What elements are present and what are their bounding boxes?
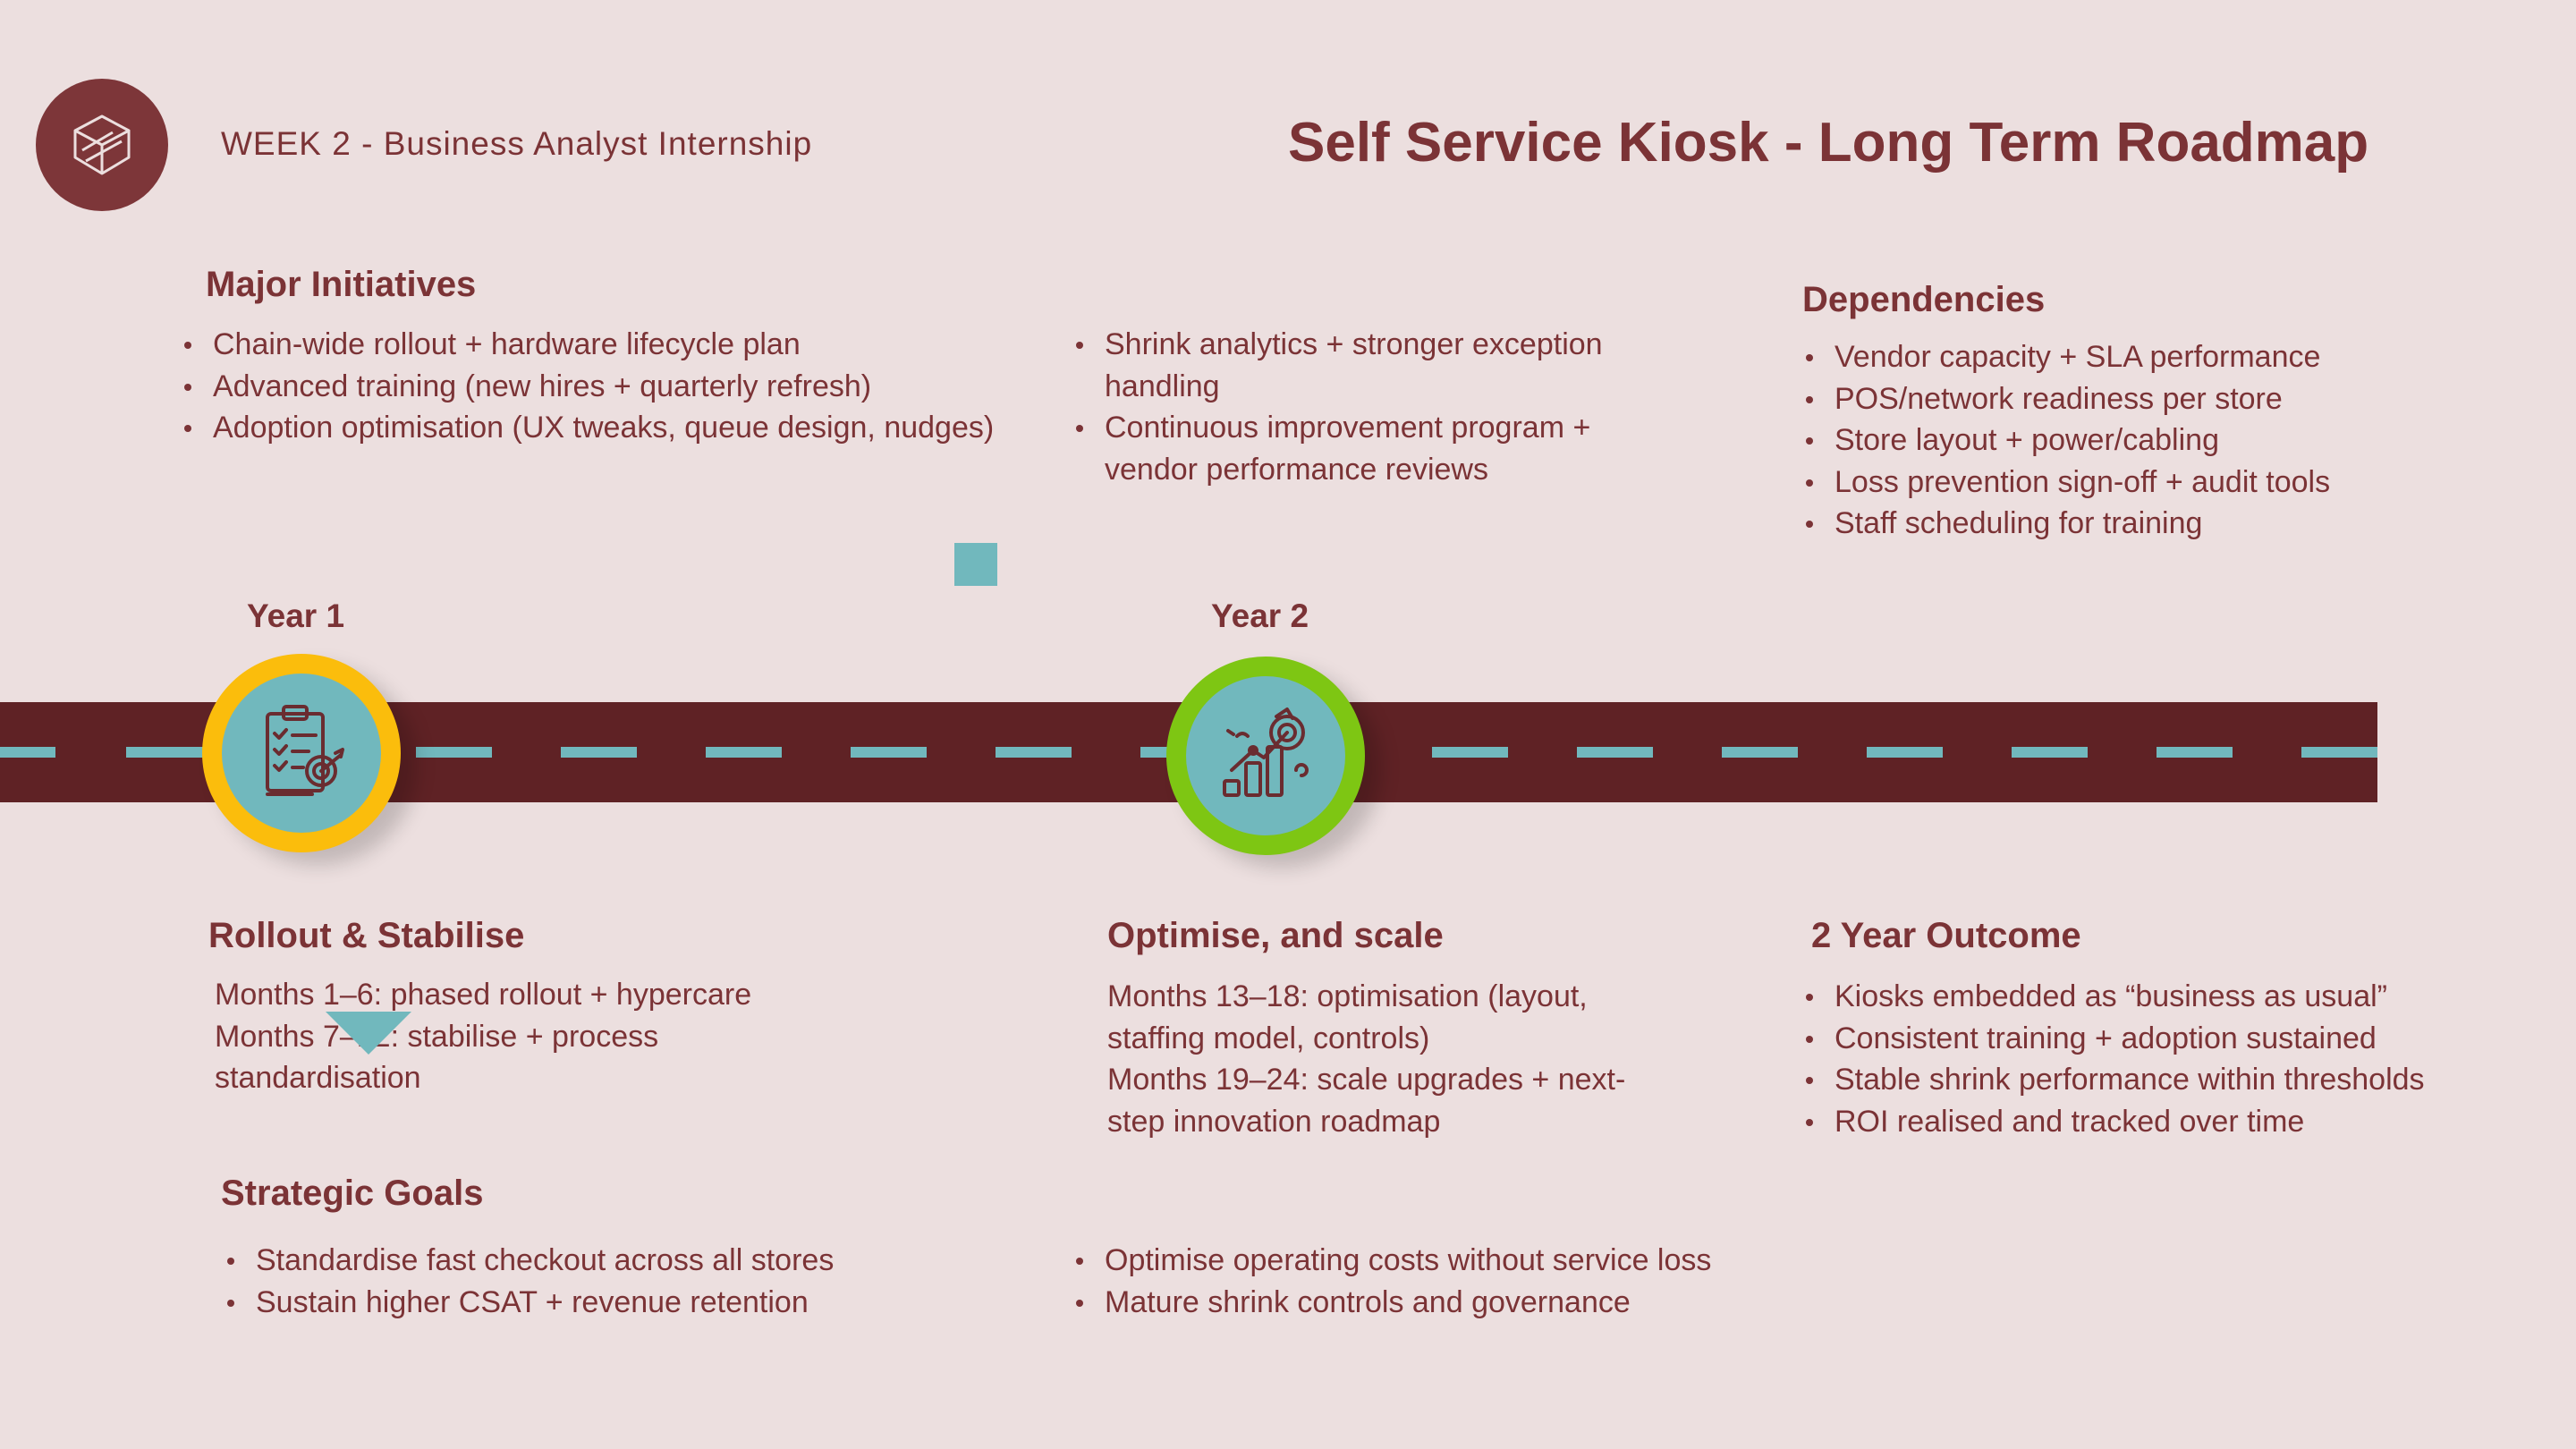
road-dash: [2012, 747, 2088, 758]
major-initiatives-list-2: Shrink analytics + stronger exception ha…: [1073, 324, 1646, 490]
list-item: Optimise operating costs without service…: [1073, 1240, 1878, 1282]
dependencies-list: Vendor capacity + SLA performance POS/ne…: [1803, 336, 2483, 545]
list-item: Store layout + power/cabling: [1803, 419, 2483, 462]
list-item: Advanced training (new hires + quarterly…: [182, 366, 1076, 408]
list-item: Kiosks embedded as “business as usual”: [1803, 976, 2519, 1018]
phase-line: Months 19–24: scale upgrades + next-step…: [1107, 1063, 1626, 1139]
decorative-square: [954, 543, 997, 586]
list-item: Chain-wide rollout + hardware lifecycle …: [182, 324, 1076, 366]
year-1-label: Year 1: [247, 597, 345, 634]
road-dash: [996, 747, 1072, 758]
list-item: Adoption optimisation (UX tweaks, queue …: [182, 407, 1076, 449]
logo: [36, 79, 168, 211]
phase-line: Months 13–18: optimisation (layout, staf…: [1107, 979, 1588, 1055]
list-item: Standardise fast checkout across all sto…: [225, 1240, 1030, 1282]
phase-2-heading: Optimise, and scale: [1107, 916, 1444, 955]
road-dash: [561, 747, 637, 758]
road-dash: [1867, 747, 1943, 758]
year-2-milestone: [1166, 657, 1365, 855]
list-item: Loss prevention sign-off + audit tools: [1803, 462, 2483, 504]
list-item: Continuous improvement program + vendor …: [1073, 407, 1646, 490]
list-item: POS/network readiness per store: [1803, 378, 2483, 420]
phase-1-heading: Rollout & Stabilise: [208, 916, 525, 955]
major-initiatives-list-1: Chain-wide rollout + hardware lifecycle …: [182, 324, 1076, 449]
road-dash: [851, 747, 927, 758]
list-item: ROI realised and tracked over time: [1803, 1101, 2519, 1143]
page-title: Self Service Kiosk - Long Term Roadmap: [1288, 112, 2369, 174]
road-dash: [1432, 747, 1508, 758]
road-dash: [416, 747, 492, 758]
dependencies-heading: Dependencies: [1802, 280, 2046, 319]
strategic-goals-list-1: Standardise fast checkout across all sto…: [225, 1240, 1030, 1323]
outcome-list: Kiosks embedded as “business as usual” C…: [1803, 976, 2519, 1142]
strategic-goals-list-2: Optimise operating costs without service…: [1073, 1240, 1878, 1323]
week-label: WEEK 2 - Business Analyst Internship: [221, 125, 813, 162]
major-initiatives-heading: Major Initiatives: [206, 265, 477, 304]
list-item: Staff scheduling for training: [1803, 503, 2483, 545]
road-dash: [0, 747, 55, 758]
phase-line: Months 7–12: stabilise + process standar…: [215, 1019, 659, 1096]
phase-2-text: Months 13–18: optimisation (layout, staf…: [1107, 976, 1653, 1142]
clipboard-target-icon: [266, 705, 344, 796]
list-item: Consistent training + adoption sustained: [1803, 1018, 2519, 1060]
phase-1-text: Months 1–6: phased rollout + hypercare M…: [215, 974, 823, 1099]
list-item: Mature shrink controls and governance: [1073, 1282, 1878, 1324]
year-1-milestone: [202, 654, 401, 852]
phase-line: Months 1–6: phased rollout + hypercare: [215, 978, 752, 1012]
list-item: Stable shrink performance within thresho…: [1803, 1059, 2519, 1101]
list-item: Shrink analytics + stronger exception ha…: [1073, 324, 1646, 407]
list-item: Sustain higher CSAT + revenue retention: [225, 1282, 1030, 1324]
growth-chart-icon: [1223, 708, 1309, 797]
layers-logo-icon: [73, 114, 131, 175]
road-dash: [1722, 747, 1798, 758]
outcome-heading: 2 Year Outcome: [1811, 916, 2081, 955]
road-dash: [1577, 747, 1653, 758]
list-item: Vendor capacity + SLA performance: [1803, 336, 2483, 378]
road-dash: [2157, 747, 2233, 758]
road-dash: [706, 747, 782, 758]
road-dash: [2301, 747, 2377, 758]
strategic-goals-heading: Strategic Goals: [221, 1174, 484, 1213]
decorative-triangle: [326, 1012, 411, 1055]
road-dash: [126, 747, 207, 758]
year-2-label: Year 2: [1211, 597, 1309, 634]
